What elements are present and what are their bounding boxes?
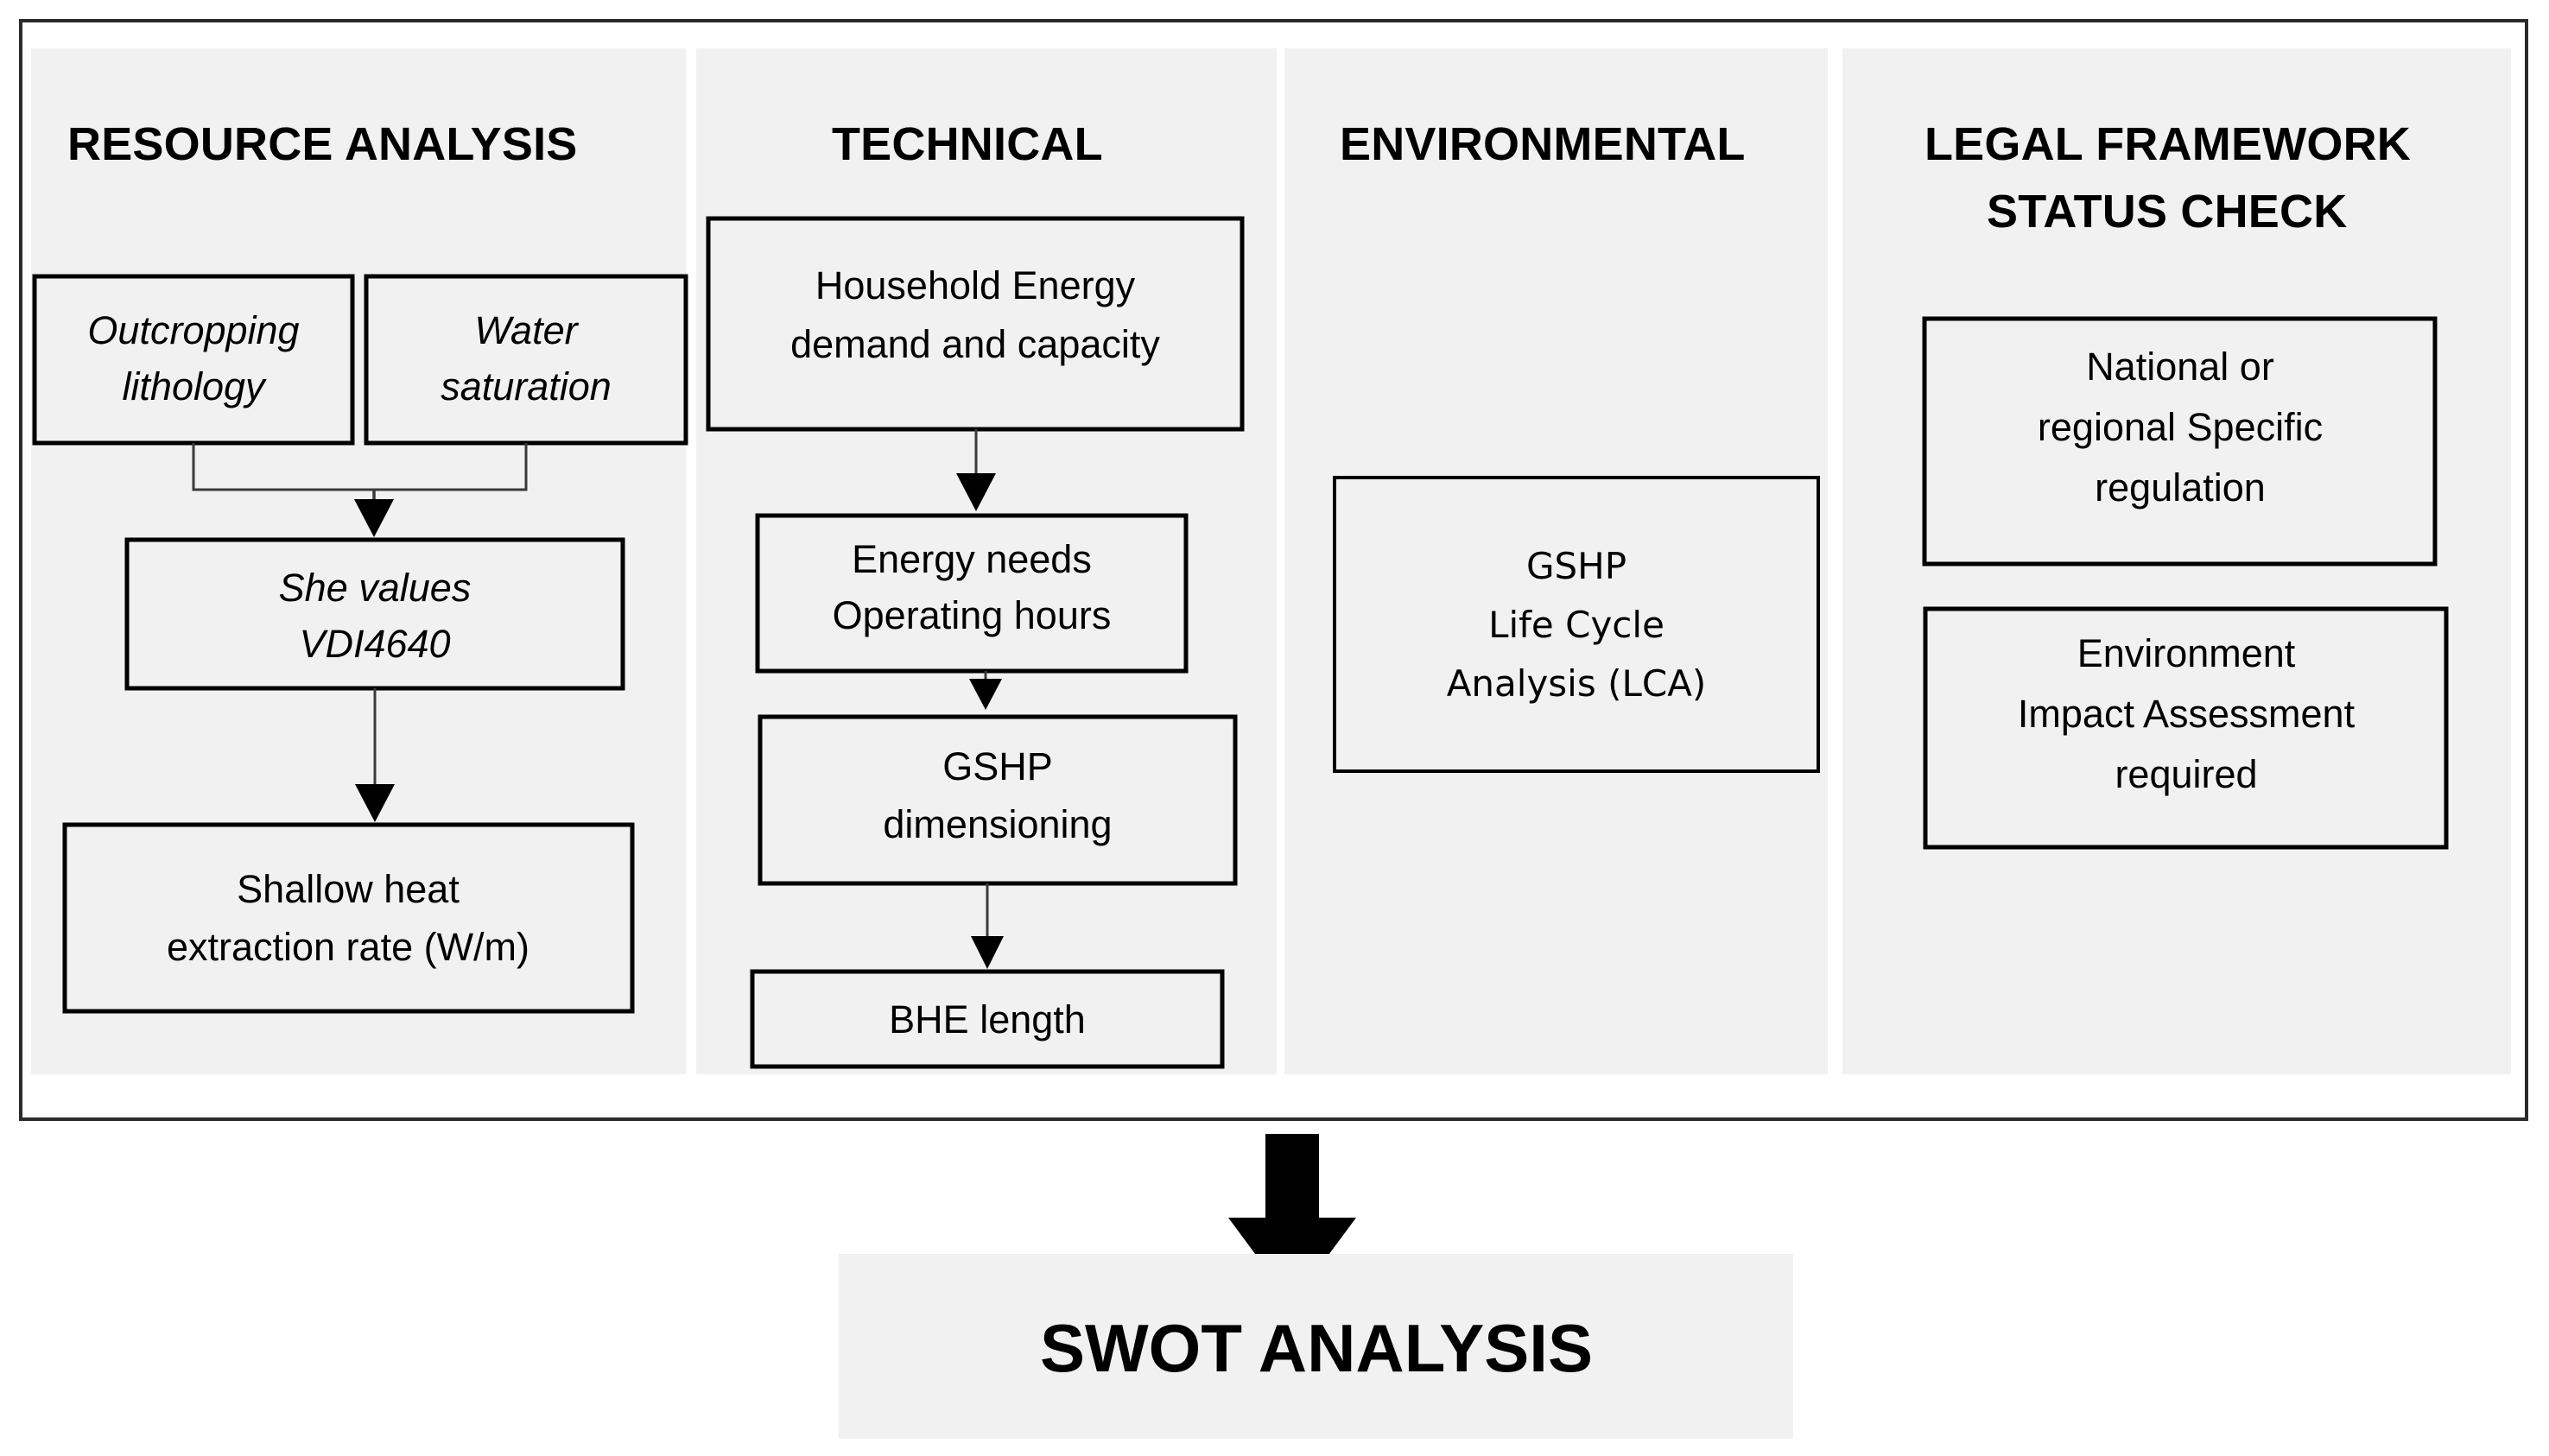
column-title-legal-framework-line1: LEGAL FRAMEWORK [1924,118,2411,170]
swot-analysis-label: SWOT ANALYSIS [1040,1310,1593,1386]
node-water-saturation-line1: Water [474,308,579,352]
node-national-regulation-line3: regulation [2095,465,2266,510]
node-lca-line2: Life Cycle [1488,604,1664,646]
node-water-saturation[interactable] [364,274,688,446]
column-title-resource-analysis: RESOURCE ANALYSIS [67,118,578,170]
column-title-environmental: ENVIRONMENTAL [1340,118,1746,170]
swot-analysis-box[interactable] [839,1254,1793,1439]
arrowhead-to-energy-needs [956,473,996,511]
node-household-energy-line1: Household Energy [815,263,1136,307]
connector-lithology-to-she [192,443,374,491]
column-title-legal-framework-line2: STATUS CHECK [1987,186,2347,237]
node-environment-impact-line1: Environment [2077,631,2296,675]
node-energy-needs-line2: Operating hours [833,593,1112,637]
node-she-values-line1: She values [279,566,472,610]
node-environment-impact-line2: Impact Assessment [2018,692,2356,736]
node-gshp-dimensioning-line1: GSHP [942,744,1053,788]
node-national-regulation-line1: National or [2086,345,2274,389]
node-outcropping-lithology-line2: lithology [122,364,267,408]
node-water-saturation-line2: saturation [441,364,612,408]
node-gshp-dimensioning[interactable] [758,714,1238,886]
node-shallow-heat-extraction-rate[interactable] [62,822,635,1014]
node-energy-needs-line1: Energy needs [852,537,1092,581]
arrowhead-to-shallow-heat [355,784,395,822]
node-shallow-heat-line2: extraction rate (W/m) [167,925,529,969]
node-national-regional-regulation[interactable] [1922,316,2438,567]
node-environment-impact-assessment[interactable] [1923,606,2449,850]
node-environment-impact-line3: required [2115,752,2257,796]
node-lca-line1: GSHP [1526,545,1626,587]
node-national-regulation-line2: regional Specific [2038,405,2323,449]
node-bhe-length[interactable] [750,969,1225,1069]
node-household-energy-line2: demand and capacity [790,322,1160,366]
arrowhead-to-bhe-length [971,936,1004,969]
node-shallow-heat-line1: Shallow heat [237,867,460,911]
node-outcropping-lithology[interactable] [32,274,355,446]
column-title-technical: TECHNICAL [832,118,1103,170]
arrowhead-to-she-values [354,499,394,537]
node-energy-needs-operating-hours[interactable] [755,513,1189,674]
node-she-values-line2: VDI4640 [299,622,450,666]
node-gshp-life-cycle-analysis[interactable] [1333,476,1820,773]
node-household-energy-demand[interactable] [706,216,1245,432]
big-down-arrow-icon [1228,1134,1356,1304]
node-lca-line3: Analysis (LCA) [1447,662,1707,705]
node-she-values[interactable] [124,537,625,691]
node-outcropping-lithology-line1: Outcropping [87,308,299,352]
workflow-outer-frame [19,19,2528,1121]
connector-water-to-she [374,443,528,491]
node-bhe-length-label: BHE length [889,997,1086,1041]
arrowhead-to-gshp-dimensioning [969,679,1002,710]
node-gshp-dimensioning-line2: dimensioning [883,802,1112,846]
